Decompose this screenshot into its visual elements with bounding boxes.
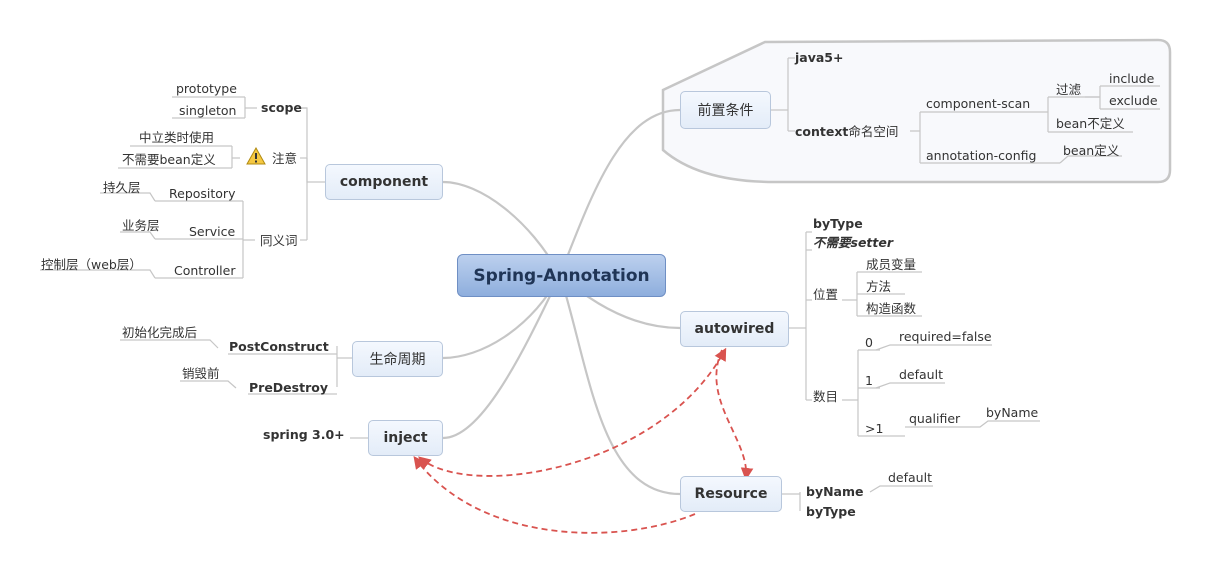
autowired-bytype[interactable]: byType (813, 216, 863, 231)
count-label[interactable]: 数目 (813, 389, 839, 404)
autowired-node[interactable]: autowired (680, 311, 789, 347)
scope-prototype[interactable]: prototype (176, 81, 237, 96)
position-method[interactable]: 方法 (866, 279, 892, 294)
relation-resource-inject (413, 455, 696, 534)
component-node[interactable]: component (325, 164, 443, 200)
scope-singleton[interactable]: singleton (179, 103, 237, 118)
warning-icon (246, 147, 266, 165)
context-namespace[interactable]: context命名空间 (795, 124, 898, 139)
count-zero[interactable]: 0 (865, 335, 873, 350)
count-many-note[interactable]: qualifier (909, 411, 961, 426)
synonym-label[interactable]: 同义词 (260, 233, 298, 248)
resource-bytype[interactable]: byType (806, 504, 856, 519)
notice-no-bean[interactable]: 不需要bean定义 (122, 152, 216, 167)
java-version[interactable]: java5+ (795, 50, 844, 65)
branch-prerequisites (558, 108, 681, 276)
synonym-service[interactable]: Service (189, 224, 236, 239)
prerequisites-node[interactable]: 前置条件 (680, 91, 771, 129)
scan-filter[interactable]: 过滤 (1056, 82, 1082, 97)
postconstruct-note[interactable]: 初始化完成后 (122, 325, 198, 340)
synonym-service-note[interactable]: 业务层 (122, 218, 160, 233)
resource-byname[interactable]: byName (806, 484, 864, 499)
annotation-config[interactable]: annotation-config (926, 148, 1037, 163)
relation-inject-autowired (418, 347, 727, 477)
notice-neutral-class[interactable]: 中立类时使用 (139, 130, 215, 145)
count-zero-note[interactable]: required=false (899, 329, 992, 344)
predestroy-label[interactable]: PreDestroy (249, 380, 328, 395)
autowired-no-setter[interactable]: 不需要setter (813, 235, 894, 250)
resource-node[interactable]: Resource (680, 476, 782, 512)
synonym-repository[interactable]: Repository (169, 186, 236, 201)
count-one[interactable]: 1 (865, 373, 873, 388)
postconstruct-label[interactable]: PostConstruct (229, 339, 329, 354)
inject-node[interactable]: inject (368, 420, 443, 456)
position-label[interactable]: 位置 (813, 287, 839, 302)
filter-include[interactable]: include (1109, 71, 1155, 86)
context-keyword: context (795, 124, 849, 139)
scan-bean-undefined[interactable]: bean不定义 (1056, 116, 1125, 131)
prerequisites-boundary (661, 38, 1172, 184)
count-one-note[interactable]: default (899, 367, 943, 382)
predestroy-note[interactable]: 销毁前 (182, 366, 220, 381)
component-scan[interactable]: component-scan (926, 96, 1031, 111)
count-many-sub[interactable]: byName (986, 405, 1039, 420)
position-constructor[interactable]: 构造函数 (866, 301, 917, 316)
scope-label[interactable]: scope (261, 100, 302, 115)
lifecycle-node[interactable]: 生命周期 (352, 341, 443, 377)
filter-exclude[interactable]: exclude (1109, 93, 1158, 108)
synonym-controller[interactable]: Controller (174, 263, 236, 278)
position-field[interactable]: 成员变量 (866, 257, 917, 272)
inject-version-note[interactable]: spring 3.0+ (263, 427, 345, 442)
context-namespace-text: 命名空间 (848, 124, 899, 139)
relation-autowired-resource (715, 349, 754, 481)
count-many[interactable]: >1 (865, 421, 884, 436)
synonym-repository-note[interactable]: 持久层 (103, 180, 141, 195)
resource-byname-note[interactable]: default (888, 470, 932, 485)
root-node[interactable]: Spring-Annotation (457, 254, 666, 297)
synonym-controller-note[interactable]: 控制层（web层） (41, 257, 142, 272)
config-bean-defined[interactable]: bean定义 (1063, 143, 1120, 158)
notice-label[interactable]: 注意 (272, 151, 298, 166)
